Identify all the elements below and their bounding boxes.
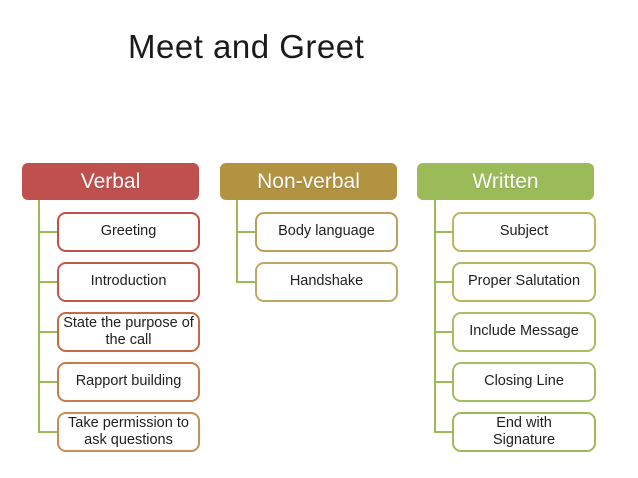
connector-stub	[38, 231, 57, 233]
node-label: Take permission to ask questions	[68, 414, 189, 448]
node-body-language: Body language	[255, 212, 398, 252]
connector-stub	[434, 281, 452, 283]
node-greeting: Greeting	[57, 212, 200, 252]
node-closing-line: Closing Line	[452, 362, 596, 402]
node-proper-salutation: Proper Salutation	[452, 262, 596, 302]
node-label: Handshake	[289, 273, 364, 290]
connector-stub	[434, 381, 452, 383]
connector-vertical-written	[434, 200, 436, 433]
node-introduction: Introduction	[57, 262, 200, 302]
slide-title: Meet and Greet	[128, 28, 365, 65]
branch-header-written: Written	[417, 163, 594, 200]
node-take-permission: Take permission to ask questions	[57, 412, 200, 452]
node-subject: Subject	[452, 212, 596, 252]
node-label: Subject	[499, 223, 549, 240]
node-label: Include Message	[469, 323, 579, 340]
node-label: Proper Salutation	[467, 273, 581, 290]
node-label: Closing Line	[484, 373, 564, 390]
node-label: Introduction	[90, 273, 167, 290]
branch-header-verbal: Verbal	[22, 163, 199, 200]
connector-stub	[236, 281, 255, 283]
connector-stub	[434, 331, 452, 333]
connector-vertical-nonverbal	[236, 200, 238, 283]
connector-stub	[236, 231, 255, 233]
node-end-with-signature: End with Signature	[452, 412, 596, 452]
connector-stub	[38, 281, 57, 283]
node-handshake: Handshake	[255, 262, 398, 302]
connector-stub	[38, 431, 57, 433]
branch-header-nonverbal: Non-verbal	[220, 163, 397, 200]
node-label: Greeting	[100, 223, 157, 240]
connector-stub	[38, 381, 57, 383]
connector-stub	[434, 231, 452, 233]
node-label: End with Signature	[492, 414, 556, 448]
connector-stub	[434, 431, 452, 433]
node-include-message: Include Message	[452, 312, 596, 352]
node-rapport-building: Rapport building	[57, 362, 200, 402]
node-label: Body language	[278, 223, 375, 240]
node-state-purpose: State the purpose of the call	[57, 312, 200, 352]
node-label: Rapport building	[75, 373, 182, 390]
connector-vertical-verbal	[38, 200, 40, 433]
node-label: State the purpose of the call	[63, 314, 194, 348]
connector-stub	[38, 331, 57, 333]
